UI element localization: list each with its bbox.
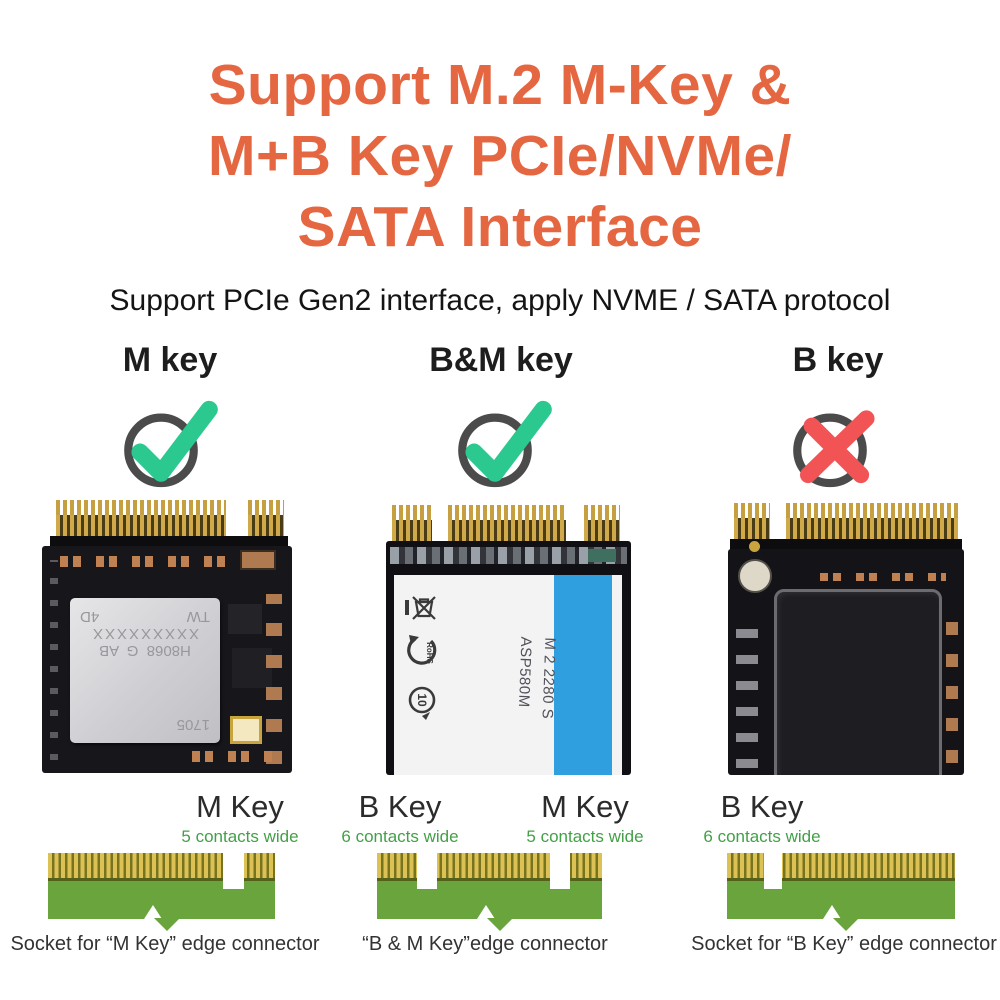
- key-notch: [223, 851, 244, 889]
- smd-pads: [266, 594, 282, 764]
- rohs-text: RoHS: [425, 642, 434, 664]
- chip-date-code: 1705: [176, 716, 210, 733]
- no-bin-icon: [404, 591, 440, 628]
- diagram3-key-label: B Key: [720, 789, 804, 824]
- gold-fingers: [448, 505, 566, 520]
- key-notch: [417, 851, 437, 889]
- chip-part-number: H8068 G AB: [99, 642, 191, 659]
- gold-finger-band: [448, 520, 566, 541]
- bottom-notch-cut: [477, 905, 495, 919]
- pcb-board: 1705 H8068 G AB XXXXXXXXX TW 4D: [42, 546, 292, 773]
- diagram2-bkey-label: B Key: [358, 789, 442, 824]
- bottom-tooth: [487, 918, 513, 931]
- label-blue-stripe: [554, 575, 612, 775]
- chip-corner-right: 4D: [80, 608, 100, 625]
- ssd-photo-b-key: [728, 503, 964, 775]
- memory-chip: 1705 H8068 G AB XXXXXXXXX TW 4D: [70, 598, 220, 743]
- connector-tab: [730, 539, 962, 551]
- column-header-m-key: M key: [122, 341, 218, 379]
- smd-components-row: [390, 547, 627, 564]
- gold-finger-band: [786, 518, 958, 539]
- product-label: RoHS 10 M 2 2280 S ASP580M: [394, 575, 622, 775]
- memory-chip-markings: 1705 H8068 G AB XXXXXXXXX TW 4D: [70, 598, 220, 743]
- smd-pads: [736, 613, 758, 768]
- diagram2-mkey-note: 5 contacts wide: [526, 827, 644, 846]
- bottom-tooth: [154, 918, 180, 931]
- ssd-photo-bm-key: RoHS 10 M 2 2280 S ASP580M: [386, 505, 631, 775]
- diagram1-caption: Socket for “M Key” edge connector: [10, 933, 320, 955]
- gold-fingers: [248, 500, 284, 515]
- connector-tab: [50, 536, 288, 548]
- b-key-socket-diagram: [727, 851, 955, 931]
- title-line-1: Support M.2 M-Key &: [208, 53, 792, 117]
- diagram1-key-label: M Key: [196, 789, 284, 824]
- rohs-icon: RoHS: [406, 633, 440, 678]
- subtitle: Support PCIe Gen2 interface, apply NVME …: [109, 284, 891, 317]
- page-title: Support M.2 M-Key & M+B Key PCIe/NVMe/ S…: [0, 50, 1000, 263]
- chip-corner-left: TW: [186, 608, 210, 625]
- gold-fingers: [392, 505, 432, 520]
- check-circle-icon: [121, 398, 221, 490]
- diagram2-caption: “B & M Key”edge connector: [362, 933, 608, 955]
- gold-fingers: [584, 505, 620, 520]
- smd-pads: [946, 603, 958, 763]
- smd-component: [588, 549, 616, 562]
- ic-chip: [228, 604, 262, 634]
- diagram3-contacts-note: 6 contacts wide: [703, 827, 821, 846]
- gold-finger-band: [734, 518, 770, 539]
- pcb-board: RoHS 10 M 2 2280 S ASP580M: [386, 541, 631, 775]
- m-key-socket-diagram: [48, 851, 275, 931]
- label-vertical-text: M 2 2280 S ASP580M: [511, 636, 562, 719]
- gold-finger-band: [56, 515, 226, 536]
- ic-chip: [232, 648, 272, 688]
- gold-finger-band: [248, 515, 284, 536]
- chip-serial-mask: XXXXXXXXX: [90, 625, 200, 642]
- diagram3-caption: Socket for “B Key” edge connector: [691, 933, 997, 955]
- epup-10-icon: 10: [406, 683, 440, 728]
- cross-circle-icon: [790, 398, 890, 490]
- gold-fingers: [734, 503, 770, 518]
- gold-pad: [230, 716, 262, 744]
- title-line-3: SATA Interface: [297, 195, 703, 259]
- title-line-2: M+B Key PCIe/NVMe/: [208, 124, 792, 188]
- test-points: [50, 560, 58, 760]
- diagram1-contacts-note: 5 contacts wide: [181, 827, 299, 846]
- contact-band: [727, 853, 955, 881]
- epup-10-text: 10: [415, 693, 429, 707]
- bottom-notch-cut: [144, 905, 162, 919]
- ssd-photo-m-key: 1705 H8068 G AB XXXXXXXXX TW 4D: [42, 500, 292, 773]
- key-notch: [550, 851, 570, 889]
- gold-fingers: [56, 500, 226, 515]
- label-part-line: ASP580M: [514, 636, 535, 708]
- check-circle-icon: [455, 398, 555, 490]
- gold-finger-band: [392, 520, 432, 541]
- smd-pads: [60, 556, 240, 567]
- label-model-line: M 2 2280 S: [538, 637, 559, 720]
- key-notch: [764, 851, 782, 889]
- column-header-b-key: B key: [792, 341, 884, 379]
- gold-fingers: [786, 503, 958, 518]
- pcb-board: [728, 541, 964, 775]
- diagram2-mkey-label: M Key: [541, 789, 629, 824]
- column-header-bm-key: B&M key: [429, 341, 573, 379]
- controller-chip: [774, 589, 942, 775]
- gold-finger-band: [584, 520, 620, 541]
- bm-key-edge-diagram: [377, 851, 602, 931]
- smd-pads: [192, 751, 272, 762]
- bottom-tooth: [833, 918, 859, 931]
- bottom-notch-cut: [823, 905, 841, 919]
- diagram2-bkey-note: 6 contacts wide: [341, 827, 459, 846]
- smd-pads: [820, 573, 946, 581]
- gold-via: [749, 541, 760, 552]
- smd-component: [240, 550, 276, 570]
- screw-hole: [738, 559, 772, 593]
